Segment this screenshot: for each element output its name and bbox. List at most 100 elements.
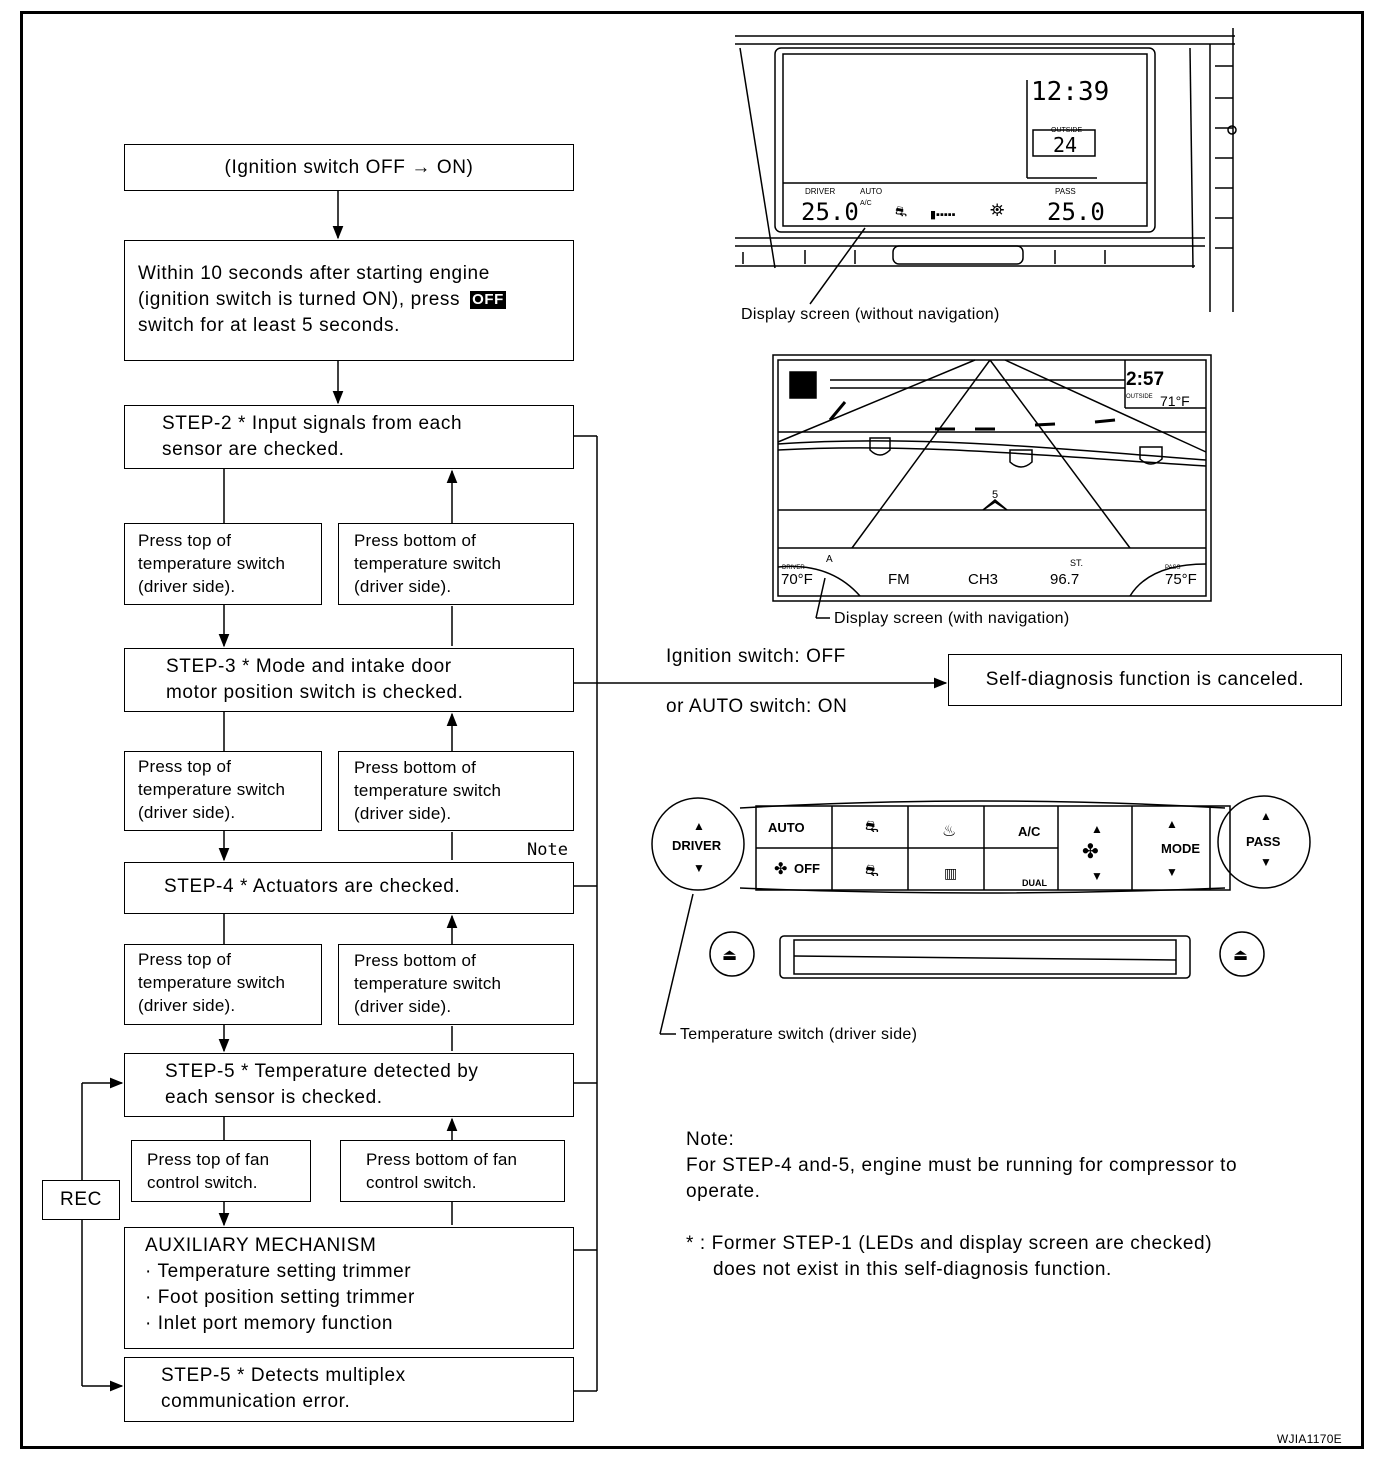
pass-up-arrow-icon: ▲ [1260, 809, 1272, 823]
step3-line2: motor position switch is checked. [166, 682, 464, 703]
rec-box: REC [42, 1180, 120, 1220]
seat-mode-icon: ⛯ [990, 200, 1004, 220]
footnote-line2: does not exist in this self-diagnosis fu… [713, 1259, 1112, 1280]
recirc-car-icon: ⛐ [865, 819, 879, 836]
press-top-line: temperature switch [138, 973, 286, 992]
nav-pass-label: PASS [1165, 565, 1181, 571]
cancel-condition-1: Ignition switch: OFF [666, 646, 846, 667]
press-top-line: (driver side). [138, 577, 236, 596]
step6-line1: STEP-5 * Detects multiplex [161, 1365, 406, 1386]
step2-box: STEP-2 * Input signals from each sensor … [124, 405, 574, 469]
radio-band: FM [888, 571, 910, 588]
aux-title: AUXILIARY MECHANISM [145, 1235, 377, 1256]
nav-marker-a: A [826, 554, 833, 565]
eject-icon: ⏏ [1233, 947, 1248, 964]
press-bottom-box-1: Press bottom of temperature switch (driv… [338, 523, 574, 605]
press-bottom-line: Press bottom of [354, 531, 477, 550]
cancel-result-box: Self-diagnosis function is canceled. [948, 654, 1342, 706]
press-top-line: Press top of [138, 950, 232, 969]
clock-readout: 12:39 [1031, 77, 1109, 107]
press-top-box-1: Press top of temperature switch (driver … [124, 523, 322, 605]
fan-top-line: control switch. [147, 1173, 258, 1192]
step1-line1: Within 10 seconds after starting engine [138, 263, 490, 284]
press-bottom-line: temperature switch [354, 974, 502, 993]
outside-temp: 24 [1053, 133, 1077, 157]
auto-label: AUTO [860, 187, 882, 196]
pass-temp-switch[interactable]: PASS [1246, 834, 1281, 849]
step1-box: Within 10 seconds after starting engine … [124, 240, 574, 361]
dual-switch[interactable]: DUAL [1022, 878, 1047, 888]
eject-disc-icon: ⏏ [722, 947, 737, 964]
note-title: Note: [686, 1129, 735, 1150]
fan-bottom-line: control switch. [366, 1173, 477, 1192]
step6-box: STEP-5 * Detects multiplex communication… [124, 1357, 574, 1422]
press-bottom-box-3: Press bottom of temperature switch (driv… [338, 944, 574, 1025]
footnote-line1: * : Former STEP-1 (LEDs and display scre… [686, 1233, 1213, 1254]
fan-bottom-line: Press bottom of fan [366, 1150, 518, 1169]
press-bottom-line: (driver side). [354, 997, 452, 1016]
nav-outside-temp: 71°F [1160, 393, 1190, 409]
fan-bottom-box: Press bottom of fan control switch. [340, 1140, 565, 1202]
figure-code: WJIA1170E [1276, 1432, 1342, 1446]
driver-label: DRIVER [805, 187, 835, 196]
mode-up-arrow-icon: ▲ [1166, 817, 1178, 831]
press-bottom-line: (driver side). [354, 577, 452, 596]
fan-icon: ✤ [774, 861, 787, 878]
step5-line1: STEP-5 * Temperature detected by [165, 1061, 479, 1082]
front-defrost-icon: ♨ [942, 823, 956, 840]
temp-switch-caption: Temperature switch (driver side) [680, 1026, 918, 1043]
pass-label: PASS [1055, 187, 1076, 196]
ac-label: A/C [860, 200, 872, 207]
step3-box: STEP-3 * Mode and intake door motor posi… [124, 648, 574, 712]
press-top-line: Press top of [138, 531, 232, 550]
step5-line2: each sensor is checked. [165, 1087, 383, 1108]
ac-switch[interactable]: A/C [1018, 824, 1041, 839]
display-screen-with-navigation: 2:57 OUTSIDE 71°F 5 A DRIVER 70°F FM CH3… [772, 354, 1212, 619]
press-top-line: Press top of [138, 757, 232, 776]
press-top-line: (driver side). [138, 803, 236, 822]
step4-box: STEP-4 * Actuators are checked. [124, 862, 574, 914]
auto-switch[interactable]: AUTO [768, 820, 805, 835]
aux-item: · Foot position setting trimmer [145, 1287, 415, 1308]
start-text: (Ignition switch OFF → ON) [224, 157, 474, 178]
nav-pass-temp: 75°F [1165, 571, 1197, 588]
radio-channel: CH3 [968, 571, 998, 588]
fresh-air-car-icon: ⛐ [865, 863, 879, 880]
off-switch[interactable]: OFF [794, 861, 820, 876]
step2-line2: sensor are checked. [162, 439, 345, 460]
fan-top-box: Press top of fan control switch. [131, 1140, 311, 1202]
note-block: Note: For STEP-4 and-5, engine must be r… [686, 1127, 1237, 1283]
rec-label: REC [60, 1189, 102, 1210]
step1-line3: switch for at least 5 seconds. [138, 315, 400, 336]
press-top-box-2: Press top of temperature switch (driver … [124, 751, 322, 831]
press-top-line: (driver side). [138, 996, 236, 1015]
step3-line1: STEP-3 * Mode and intake door [166, 656, 452, 677]
mode-down-arrow-icon: ▼ [1166, 865, 1178, 879]
radio-frequency: 96.7 [1050, 571, 1079, 588]
driver-temp: 25.0 [801, 198, 859, 226]
step5-box: STEP-5 * Temperature detected by each se… [124, 1053, 574, 1117]
press-bottom-box-2: Press bottom of temperature switch (driv… [338, 751, 574, 831]
ac-control-panel: ▲ ▼ ▲ ▼ ▲ ▼ ▲ ▼ DRIVER PASS AUTO OFF ✤ A… [651, 795, 1311, 1035]
press-top-box-3: Press top of temperature switch (driver … [124, 944, 322, 1025]
aux-item: · Temperature setting trimmer [145, 1261, 412, 1282]
press-top-line: temperature switch [138, 780, 286, 799]
note-tag: Note [527, 840, 568, 860]
fan-level-icon: ▮▪▪▪▪▪ [930, 209, 956, 221]
press-bottom-line: Press bottom of [354, 951, 477, 970]
nav-driver-temp: 70°F [781, 571, 813, 588]
display-screen-without-navigation: 12:39 OUTSIDE 24 DRIVER AUTO A/C 25.0 ⛐ … [735, 28, 1237, 312]
nav-driver-label: DRIVER [782, 565, 805, 571]
driver-temp-switch[interactable]: DRIVER [672, 838, 722, 853]
off-switch-icon: OFF [470, 291, 506, 309]
aux-item: · Inlet port memory function [145, 1313, 394, 1334]
display2-caption: Display screen (with navigation) [834, 610, 1070, 627]
pass-down-arrow-icon: ▼ [1260, 855, 1272, 869]
aux-box: AUXILIARY MECHANISM · Temperature settin… [124, 1227, 574, 1349]
note-line2: operate. [686, 1181, 761, 1202]
step6-line2: communication error. [161, 1391, 351, 1412]
mode-switch[interactable]: MODE [1161, 841, 1200, 856]
route-shield-number: 5 [992, 489, 998, 501]
rear-defrost-icon: ▥ [944, 865, 957, 881]
